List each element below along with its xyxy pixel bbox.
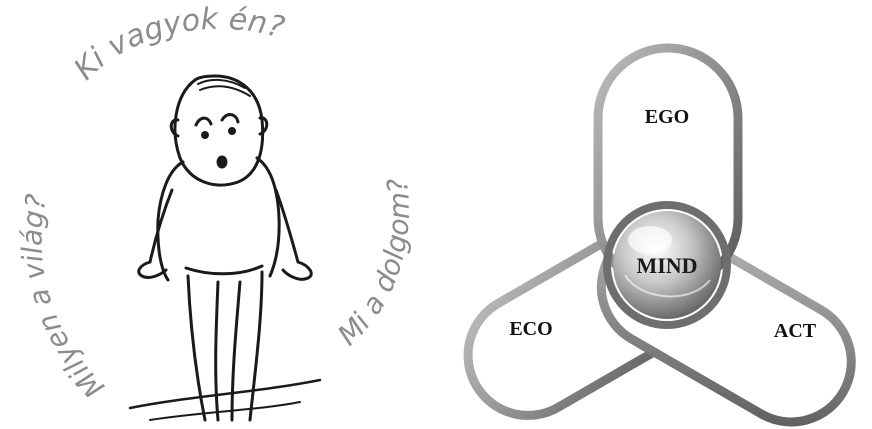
question-right-text: Mi a dolgom? — [331, 176, 416, 352]
question-top-text: Ki vagyok én? — [67, 2, 288, 88]
label-eco: ECO — [509, 318, 552, 340]
label-act: ACT — [774, 320, 817, 342]
question-left-text: Milyen a világ? — [15, 192, 110, 405]
confused-person-illustration — [130, 76, 320, 420]
question-top: Ki vagyok én? — [67, 2, 288, 88]
mind-model-diagram: EGO ECO ACT MIND — [446, 48, 872, 429]
label-mind: MIND — [636, 253, 697, 278]
label-ego: EGO — [645, 106, 689, 128]
question-left: Milyen a világ? — [15, 192, 110, 405]
question-right: Mi a dolgom? — [331, 176, 416, 352]
sphere-highlight — [628, 226, 672, 254]
